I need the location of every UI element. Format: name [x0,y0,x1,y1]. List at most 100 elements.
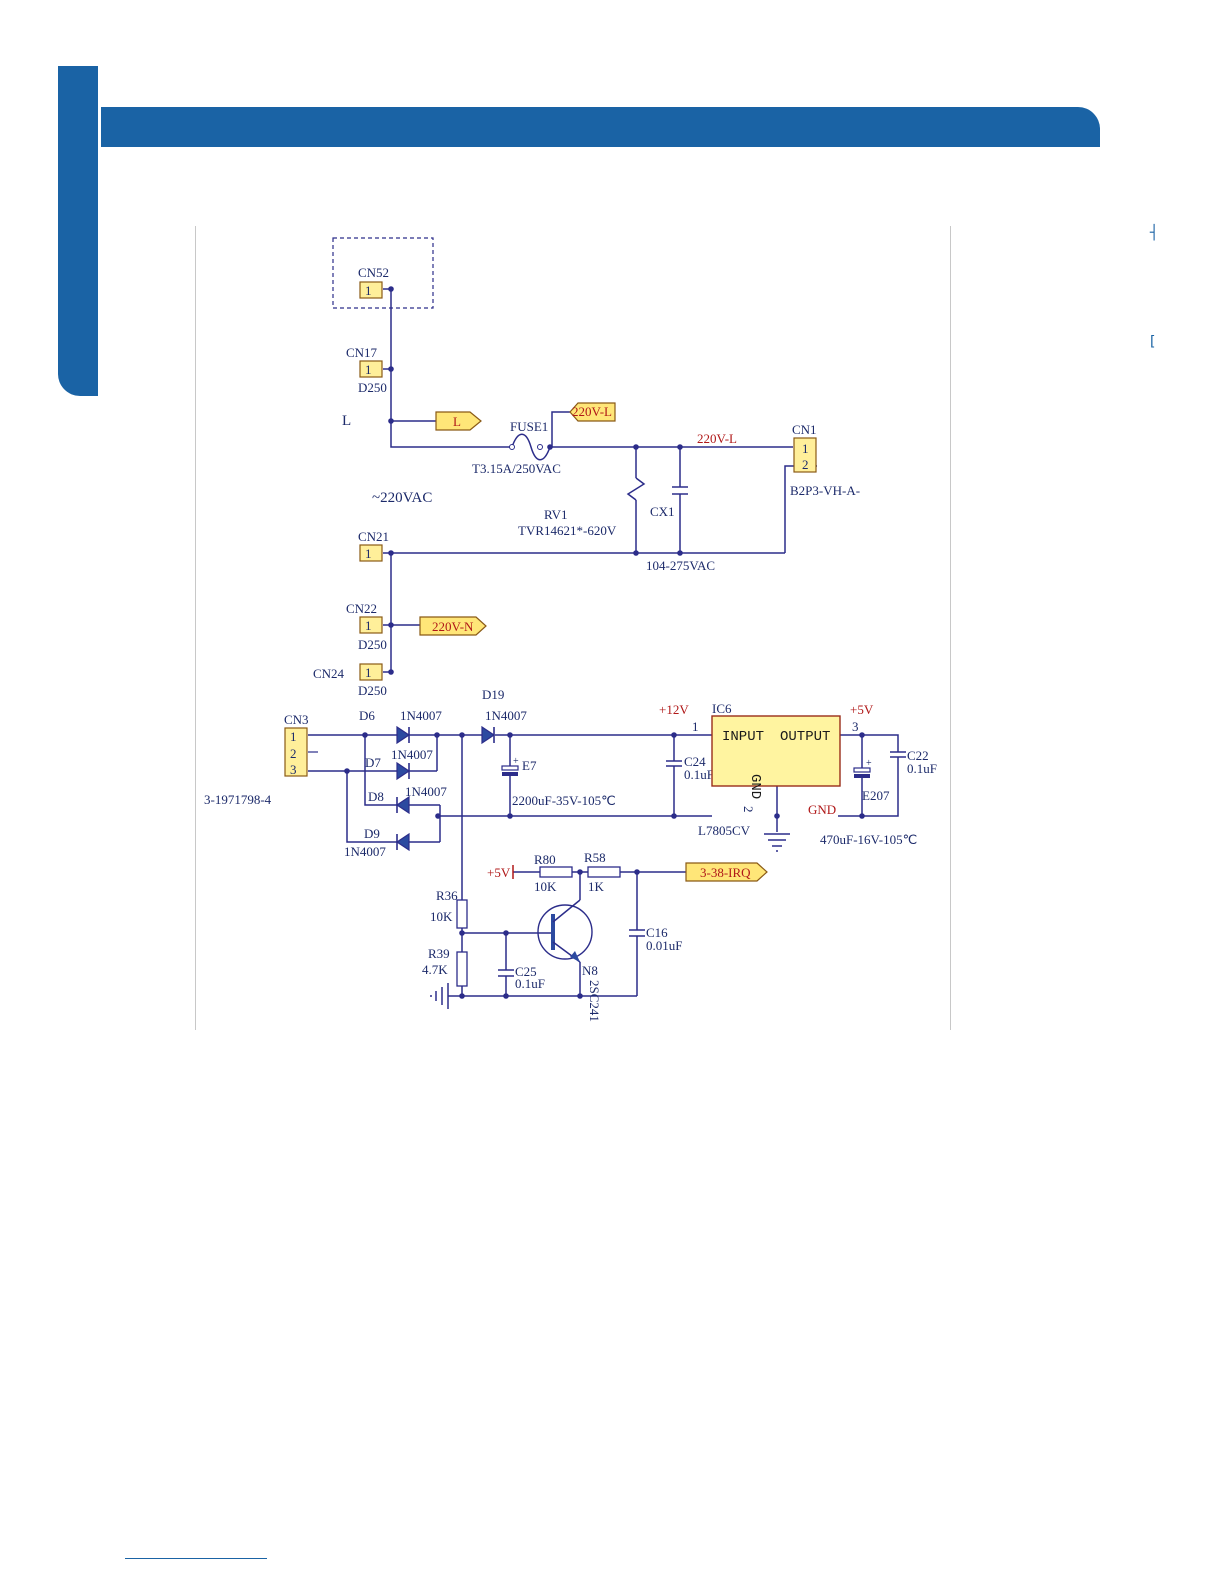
capacitor-e207: + E207 470uF-16V-105℃ [820,758,917,847]
e7-ref: E7 [522,758,537,773]
c25-value: 0.1uF [515,976,545,991]
d8-ref: D8 [368,789,384,804]
ic6-ref: IC6 [712,701,732,716]
port-220v-n: 220V-N [419,616,487,636]
connector-cn52: CN52 1 [358,265,389,299]
r39-ref: R39 [428,946,450,961]
port-l-label: L [453,414,461,429]
capacitor-e7: + E7 2200uF-35V-105℃ [501,756,616,808]
d8-value: 1N4007 [405,784,447,799]
connector-cn22: CN22 1 D250 [346,601,387,652]
cn1-ref: CN1 [792,422,817,437]
cn24-part: D250 [358,683,387,698]
ic6-pin-gnd: 2 [741,806,756,813]
ic6-output-label: OUTPUT [780,729,830,745]
junctions [344,286,865,999]
c25-ref: C25 [515,964,537,979]
n8-ref: N8 [582,963,598,978]
ic6-input-label: INPUT [722,729,764,745]
resistor-r58: R58 1K [584,850,621,894]
d9-value: 1N4007 [344,844,386,859]
svg-text:+: + [513,756,519,767]
c16-ref: C16 [646,925,668,940]
resistor-r39: R39 4.7K [422,946,468,987]
cn21-pin: 1 [365,546,372,561]
d7-value: 1N4007 [391,747,433,762]
fuse1-value: T3.15A/250VAC [472,461,561,476]
r36-value: 10K [430,909,453,924]
fuse1-ref: FUSE1 [510,419,548,434]
e7-value: 2200uF-35V-105℃ [512,793,616,808]
port-220v-l-label: 220V-L [572,404,612,419]
connector-cn21: CN21 1 [358,529,389,562]
cn3-ref: CN3 [284,712,309,727]
side-accent-bar [58,66,98,396]
cn3-pin-2: 2 [290,746,297,761]
d19-value: 1N4007 [485,708,527,723]
source-5v-label: +5V [487,865,511,880]
cn52-pin: 1 [365,283,372,298]
port-220v-n-label: 220V-N [432,619,474,634]
fuse-fuse1: FUSE1 T3.15A/250VAC [472,419,561,476]
e207-ref: E207 [862,788,890,803]
cn22-ref: CN22 [346,601,377,616]
cn24-pin: 1 [365,665,372,680]
d19-ref: D19 [482,687,504,702]
c22-value: 0.1uF [907,761,937,776]
diode-d9: D9 1N4007 [344,826,410,859]
diode-d6: D6 1N4007 [359,708,442,745]
ic6-pin-out: 3 [852,719,859,734]
capacitor-c24: C24 0.1uF [666,754,714,782]
cn21-ref: CN21 [358,529,389,544]
diode-d8: D8 1N4007 [368,784,447,815]
d9-ref: D9 [364,826,380,841]
connector-cn17: CN17 1 D250 [346,345,387,395]
cn3-pin-1: 1 [290,729,297,744]
source-5v: +5V [487,865,514,880]
schematic-frame-left [195,226,196,1030]
rail-12v: +12V [659,702,689,717]
port-irq-label: 3-38-IRQ [700,865,751,880]
r58-ref: R58 [584,850,606,865]
schematic-frame-right [950,226,951,1030]
capacitor-c22: C22 0.1uF [890,748,937,776]
c16-value: 0.01uF [646,938,682,953]
ic6-gnd-label: GND [747,774,763,799]
line-label: L [342,413,351,429]
net-220v-l: 220V-L [697,431,737,446]
cn52-outline [332,237,434,309]
svg-text:+: + [866,758,872,769]
connector-cn24: CN24 1 D250 [313,663,387,698]
port-irq: 3-38-IRQ [685,862,768,882]
r80-value: 10K [534,879,557,894]
port-l: L [435,411,482,431]
ground-symbol-left [430,983,449,1009]
cn17-pin: 1 [365,362,372,377]
d6-value: 1N4007 [400,708,442,723]
capacitor-cx1: CX1 104-275VAC [646,486,715,573]
diode-d7: D7 1N4007 [365,747,433,781]
supply-voltage-label: ~220VAC [372,490,432,506]
transistor-n8: N8 2SC241 [537,899,602,1022]
cn3-pin-3: 3 [290,762,297,777]
cn17-ref: CN17 [346,345,378,360]
d6-ref: D6 [359,708,375,723]
edge-mark-bracket: [ [1150,334,1156,350]
c24-ref: C24 [684,754,706,769]
connector-cn1: CN1 1 2 B2P3-VH-A- [790,422,860,498]
cn1-pin-2: 2 [802,457,809,472]
rv1-ref: RV1 [544,507,568,522]
cn17-part: D250 [358,380,387,395]
d7-ref: D7 [365,755,381,770]
rail-5v: +5V [850,702,874,717]
diode-d19: D19 1N4007 [481,687,527,745]
r39-value: 4.7K [422,962,448,977]
n8-part: 2SC241 [587,980,602,1022]
footer-rule [125,1558,267,1559]
connector-cn3: CN3 1 2 3 3-1971798-4 [204,712,318,807]
cn3-part: 3-1971798-4 [204,792,272,807]
header-bar [101,107,1100,147]
port-220v-l: 220V-L [569,402,616,422]
r36-ref: R36 [436,888,458,903]
